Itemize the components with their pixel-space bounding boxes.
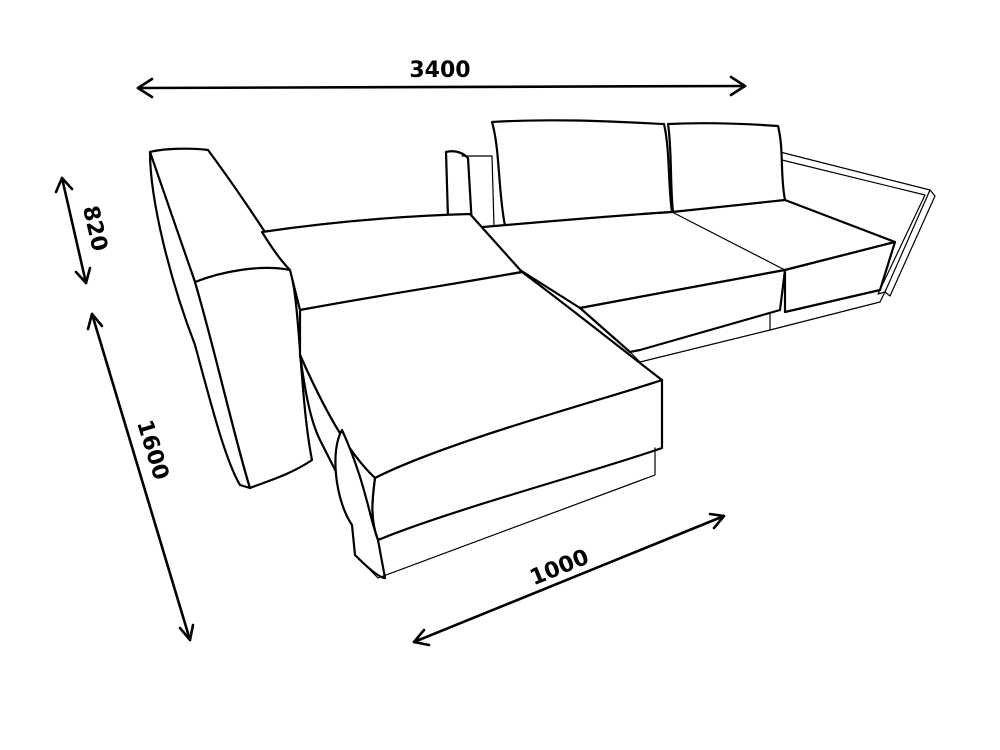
- width-label: 3400: [409, 58, 470, 83]
- dimension-width: 3400: [136, 58, 747, 99]
- main-seat: [470, 198, 897, 363]
- height-label: 820: [77, 203, 112, 253]
- left-armrest: [148, 147, 314, 490]
- dimension-depth: 1600: [86, 312, 195, 642]
- dimension-height: 820: [54, 176, 112, 285]
- sofa-illustration: [148, 119, 936, 580]
- depth-label: 1600: [131, 417, 173, 483]
- back-cushions: [490, 119, 787, 228]
- dimension-chaise-width: 1000: [412, 512, 726, 647]
- chaise-back-seat: [260, 212, 524, 312]
- chaise-lounge: [298, 270, 664, 580]
